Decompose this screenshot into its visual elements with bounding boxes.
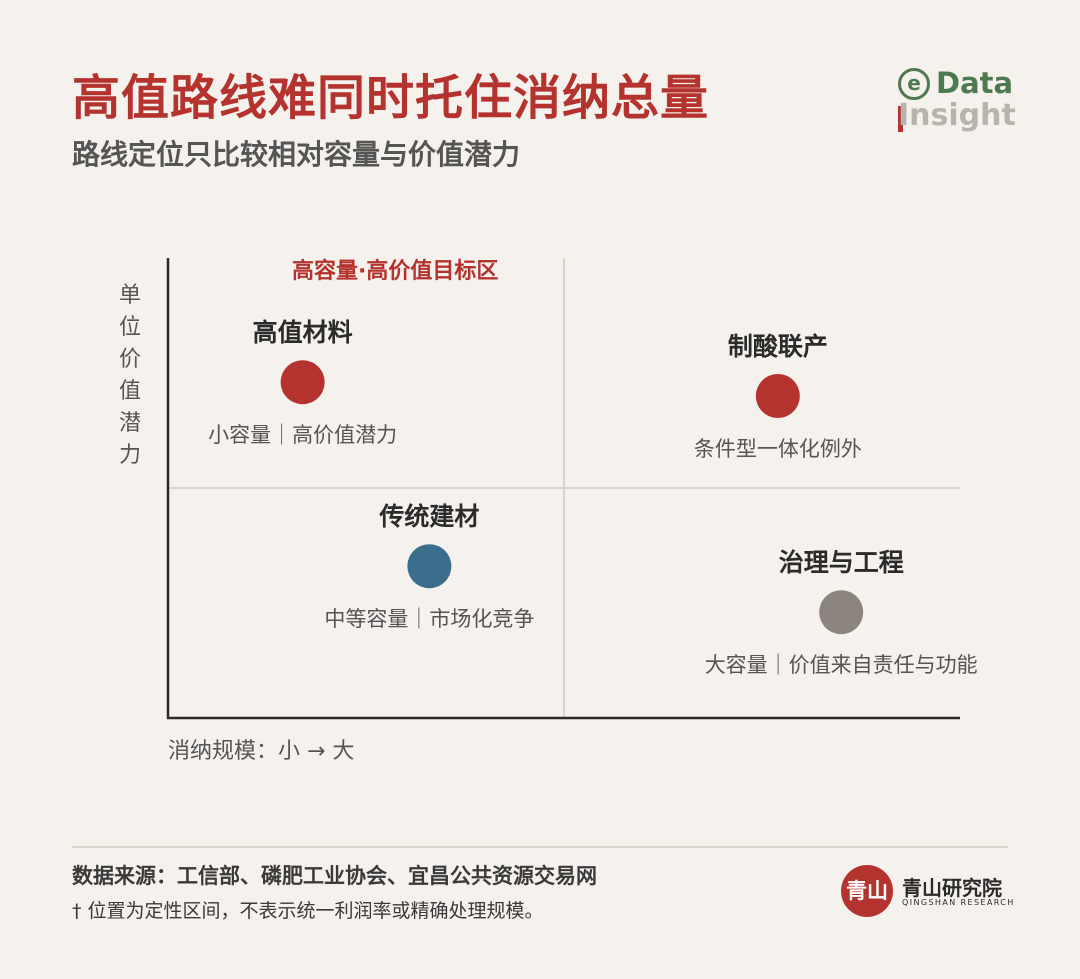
data-point-4 bbox=[819, 590, 864, 635]
brand-line-data: Data bbox=[936, 66, 1014, 100]
page-title: 高值路线难同时托住消纳总量 bbox=[72, 70, 710, 126]
point-label-2: 制酸联产 bbox=[728, 332, 828, 361]
point-note-3: 中等容量｜市场化竞争 bbox=[324, 607, 534, 631]
brand-accent-bar bbox=[898, 106, 903, 132]
data-point-2 bbox=[755, 374, 800, 418]
data-point-1 bbox=[280, 360, 325, 405]
footer-divider bbox=[72, 846, 1008, 848]
point-note-2: 条件型一体化例外 bbox=[694, 437, 862, 461]
point-label-4: 治理与工程 bbox=[779, 548, 904, 577]
qingshan-logo-name: 青山研究院 bbox=[902, 876, 1002, 900]
qingshan-logo-english: QINGSHAN RESEARCH bbox=[902, 898, 1015, 907]
qingshan-logo-mark: 青山 bbox=[841, 865, 893, 917]
x-axis-label: 消纳规模：小 → 大 bbox=[168, 739, 354, 764]
point-label-3: 传统建材 bbox=[378, 502, 479, 531]
target-zone-label: 高容量·高价值目标区 bbox=[292, 258, 498, 284]
footnote-text: † 位置为定性区间，不表示统一利润率或精确处理规模。 bbox=[72, 900, 544, 922]
page-subtitle: 路线定位只比较相对容量与价值潜力 bbox=[72, 138, 521, 171]
point-label-1: 高值材料 bbox=[253, 318, 353, 347]
e-circle-icon: e bbox=[898, 68, 930, 100]
data-insight-logo: e Data Insight bbox=[898, 66, 1016, 138]
point-note-4: 大容量｜价值来自责任与功能 bbox=[705, 653, 978, 677]
source-text: 数据来源：工信部、磷肥工业协会、宜昌公共资源交易网 bbox=[72, 864, 597, 888]
point-note-1: 小容量｜高价值潜力 bbox=[208, 423, 397, 447]
data-point-3 bbox=[407, 544, 452, 589]
brand-line-insight: Insight bbox=[898, 98, 1016, 133]
y-axis-label: 单位价值潜力 bbox=[119, 283, 141, 468]
